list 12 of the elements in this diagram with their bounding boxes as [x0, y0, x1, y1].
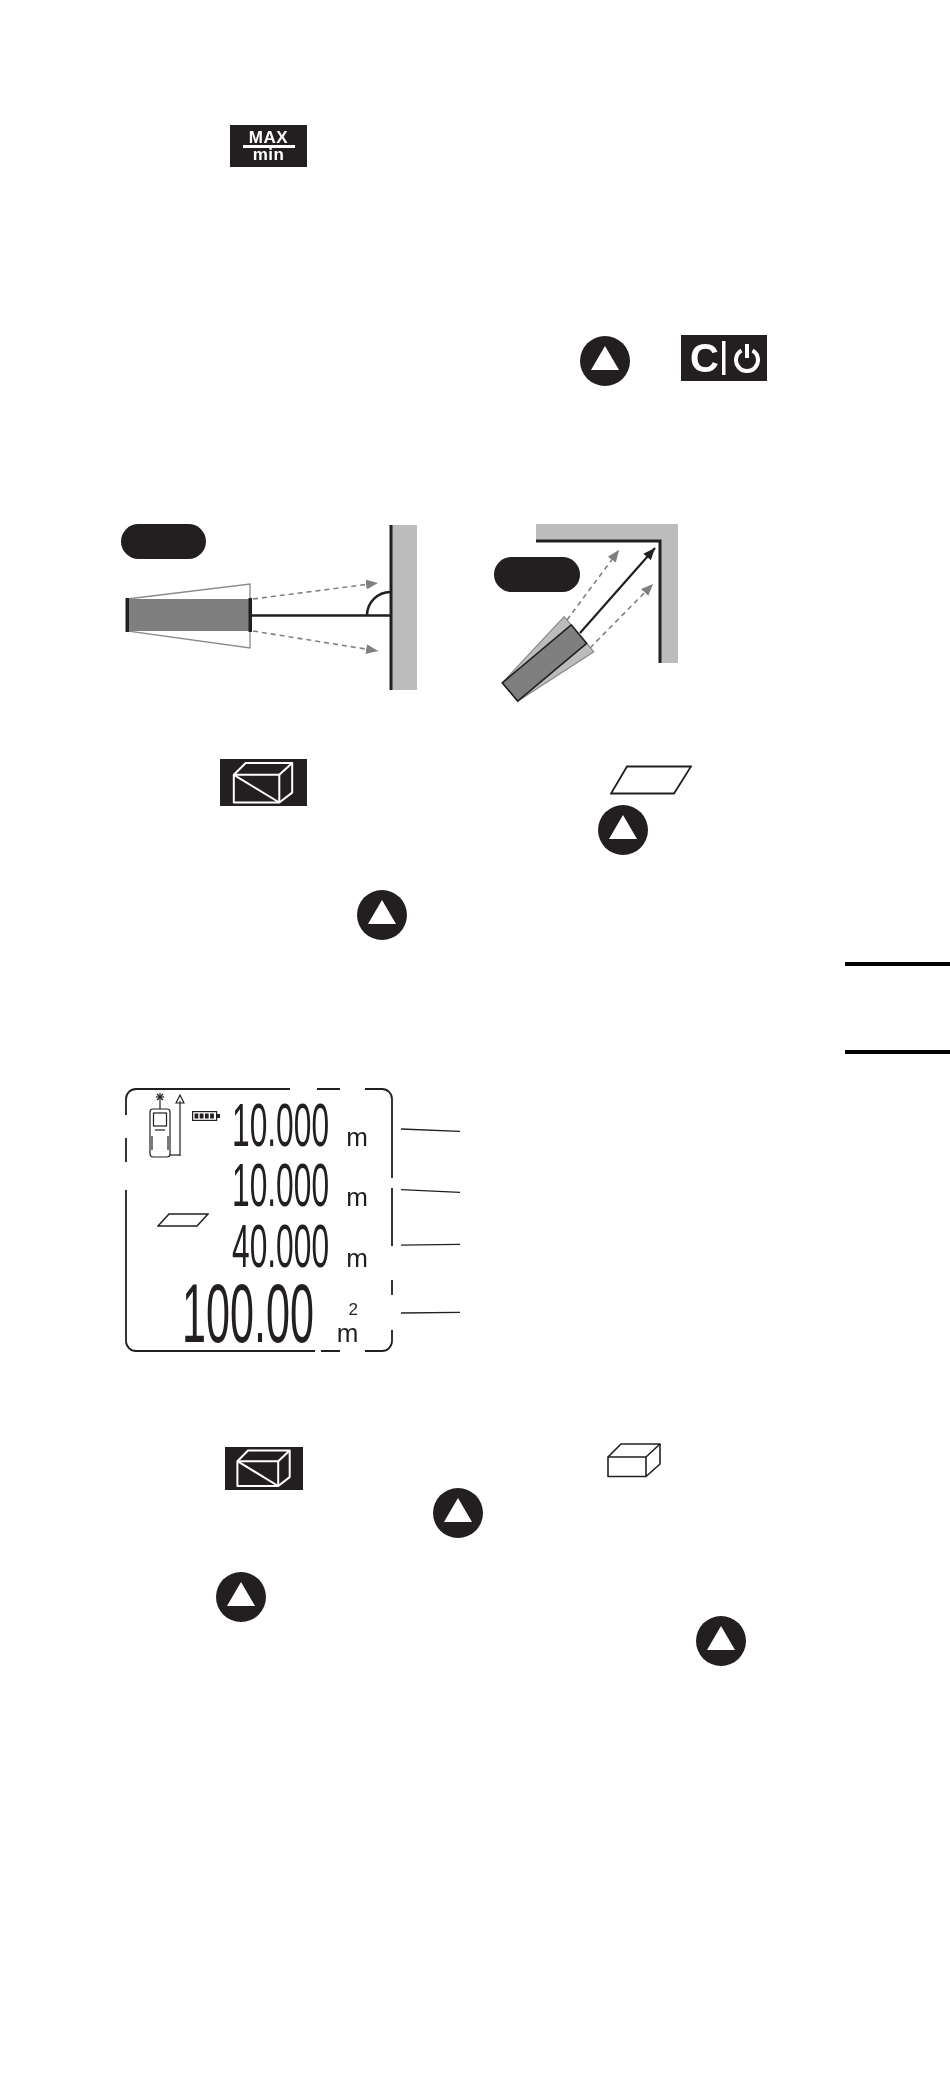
lcd-reading: 40.000 m [232, 1219, 393, 1274]
leader-line [400, 1128, 461, 1133]
tag-pill [121, 524, 206, 559]
leader-line [400, 1243, 461, 1246]
tag-pill [494, 557, 580, 592]
clear-power-key: C [681, 335, 767, 381]
leader-line [400, 1311, 461, 1314]
leader-line [400, 1188, 461, 1194]
max-min-key: MAX min [230, 125, 307, 167]
lcd-screen [125, 1088, 393, 1352]
lcd-reading: 10.000 m [232, 1158, 393, 1213]
lcd-reading: 10.000 m [232, 1098, 393, 1153]
